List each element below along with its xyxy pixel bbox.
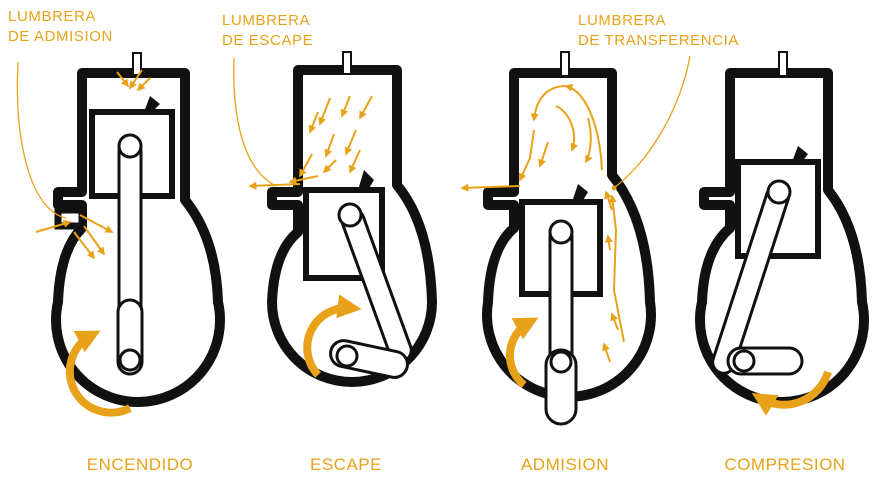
crank-pin bbox=[118, 348, 142, 372]
wrist-pin bbox=[337, 202, 363, 228]
label-intake-port: LUMBRERA DE ADMISION bbox=[8, 7, 113, 47]
caption-compresion: COMPRESION bbox=[724, 455, 846, 474]
rotation-arrow bbox=[65, 330, 132, 417]
label-transfer-line2: DE TRANSFERENCIA bbox=[578, 32, 740, 49]
engine-escape bbox=[248, 51, 437, 387]
flow-arrows bbox=[248, 95, 373, 190]
label-intake-line1: LUMBRERA bbox=[8, 8, 97, 25]
label-exhaust-line1: LUMBRERA bbox=[222, 12, 311, 29]
rotation-arrow bbox=[505, 317, 539, 389]
wrist-pin bbox=[766, 179, 792, 205]
label-transfer-line1: LUMBRERA bbox=[578, 12, 667, 29]
label-transfer-port: LUMBRERA DE TRANSFERENCIA bbox=[578, 11, 739, 51]
engine-admision bbox=[460, 51, 656, 426]
piston-deflector bbox=[572, 184, 588, 202]
engine-encendido bbox=[35, 52, 225, 417]
caption-admision: ADMISION bbox=[520, 455, 610, 474]
piston-deflector bbox=[144, 96, 160, 112]
flow-arrows bbox=[35, 69, 151, 260]
spark-plug bbox=[342, 51, 352, 75]
wrist-pin bbox=[117, 133, 143, 159]
leader-transfer bbox=[613, 55, 691, 189]
label-intake-line2: DE ADMISION bbox=[8, 28, 113, 45]
piston-deflector bbox=[358, 170, 374, 190]
spark-plug bbox=[560, 51, 570, 77]
flow-arrows bbox=[460, 83, 625, 363]
leader-intake bbox=[16, 61, 67, 219]
crank-pin bbox=[732, 349, 756, 373]
caption-encendido: ENCENDIDO bbox=[86, 455, 194, 474]
label-exhaust-line2: DE ESCAPE bbox=[222, 32, 314, 49]
leader-exhaust bbox=[233, 57, 277, 187]
leader-transfer-dot bbox=[611, 185, 617, 191]
engine-compresion bbox=[695, 51, 869, 416]
label-exhaust-port: LUMBRERA DE ESCAPE bbox=[222, 11, 313, 51]
label-leader-lines bbox=[16, 55, 691, 219]
spark-plug bbox=[132, 52, 142, 76]
rotation-arrow bbox=[751, 370, 832, 416]
piston-deflector bbox=[792, 146, 808, 162]
crank-pin bbox=[335, 344, 359, 368]
wrist-pin bbox=[548, 219, 574, 245]
caption-escape: ESCAPE bbox=[310, 455, 382, 474]
spark-plug bbox=[778, 51, 788, 77]
crank-pin bbox=[549, 350, 573, 374]
rotation-arrow bbox=[303, 294, 362, 378]
